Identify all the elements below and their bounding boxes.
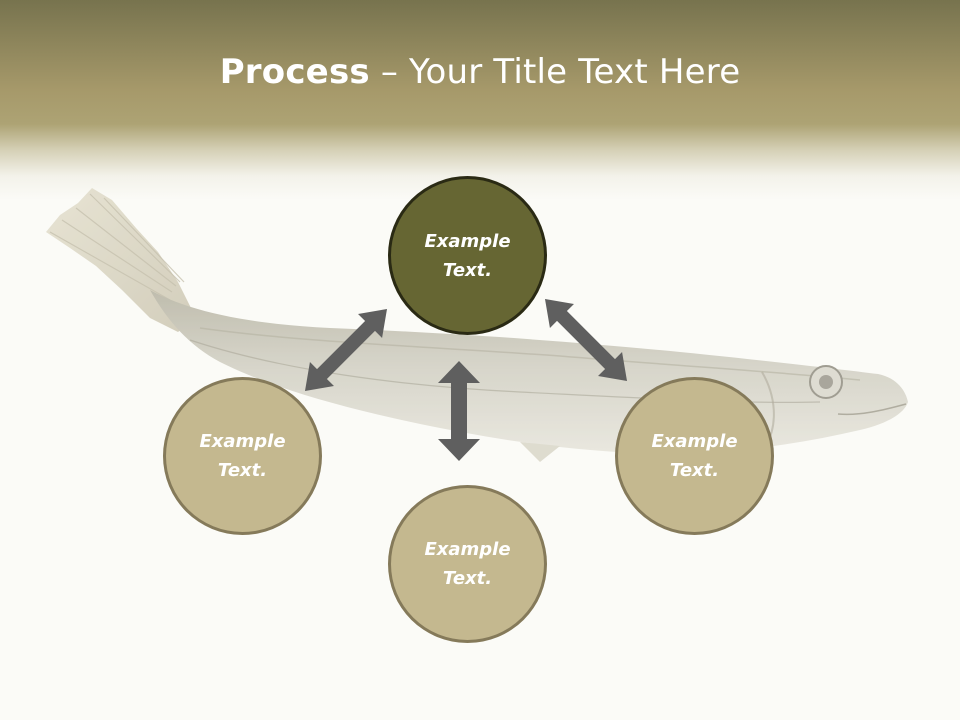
title-rest: – Your Title Text Here xyxy=(369,52,741,92)
header-band xyxy=(0,0,960,200)
arrow-center-left xyxy=(304,308,388,392)
right-circle-text: Example Text. xyxy=(651,431,738,481)
left-circle-text: Example Text. xyxy=(199,431,286,481)
slide-title: Process – Your Title Text Here xyxy=(0,52,960,92)
center-circle-text: Example Text. xyxy=(424,230,511,281)
title-bold: Process xyxy=(219,52,370,92)
arrow-center-bottom xyxy=(438,361,480,461)
bottom-circle-text: Example Text. xyxy=(424,539,511,589)
right-circle: Example Text. xyxy=(615,377,774,535)
center-circle: Example Text. xyxy=(388,176,547,335)
left-circle: Example Text. xyxy=(163,377,322,535)
arrow-center-right xyxy=(544,298,628,382)
bottom-circle: Example Text. xyxy=(388,485,547,643)
